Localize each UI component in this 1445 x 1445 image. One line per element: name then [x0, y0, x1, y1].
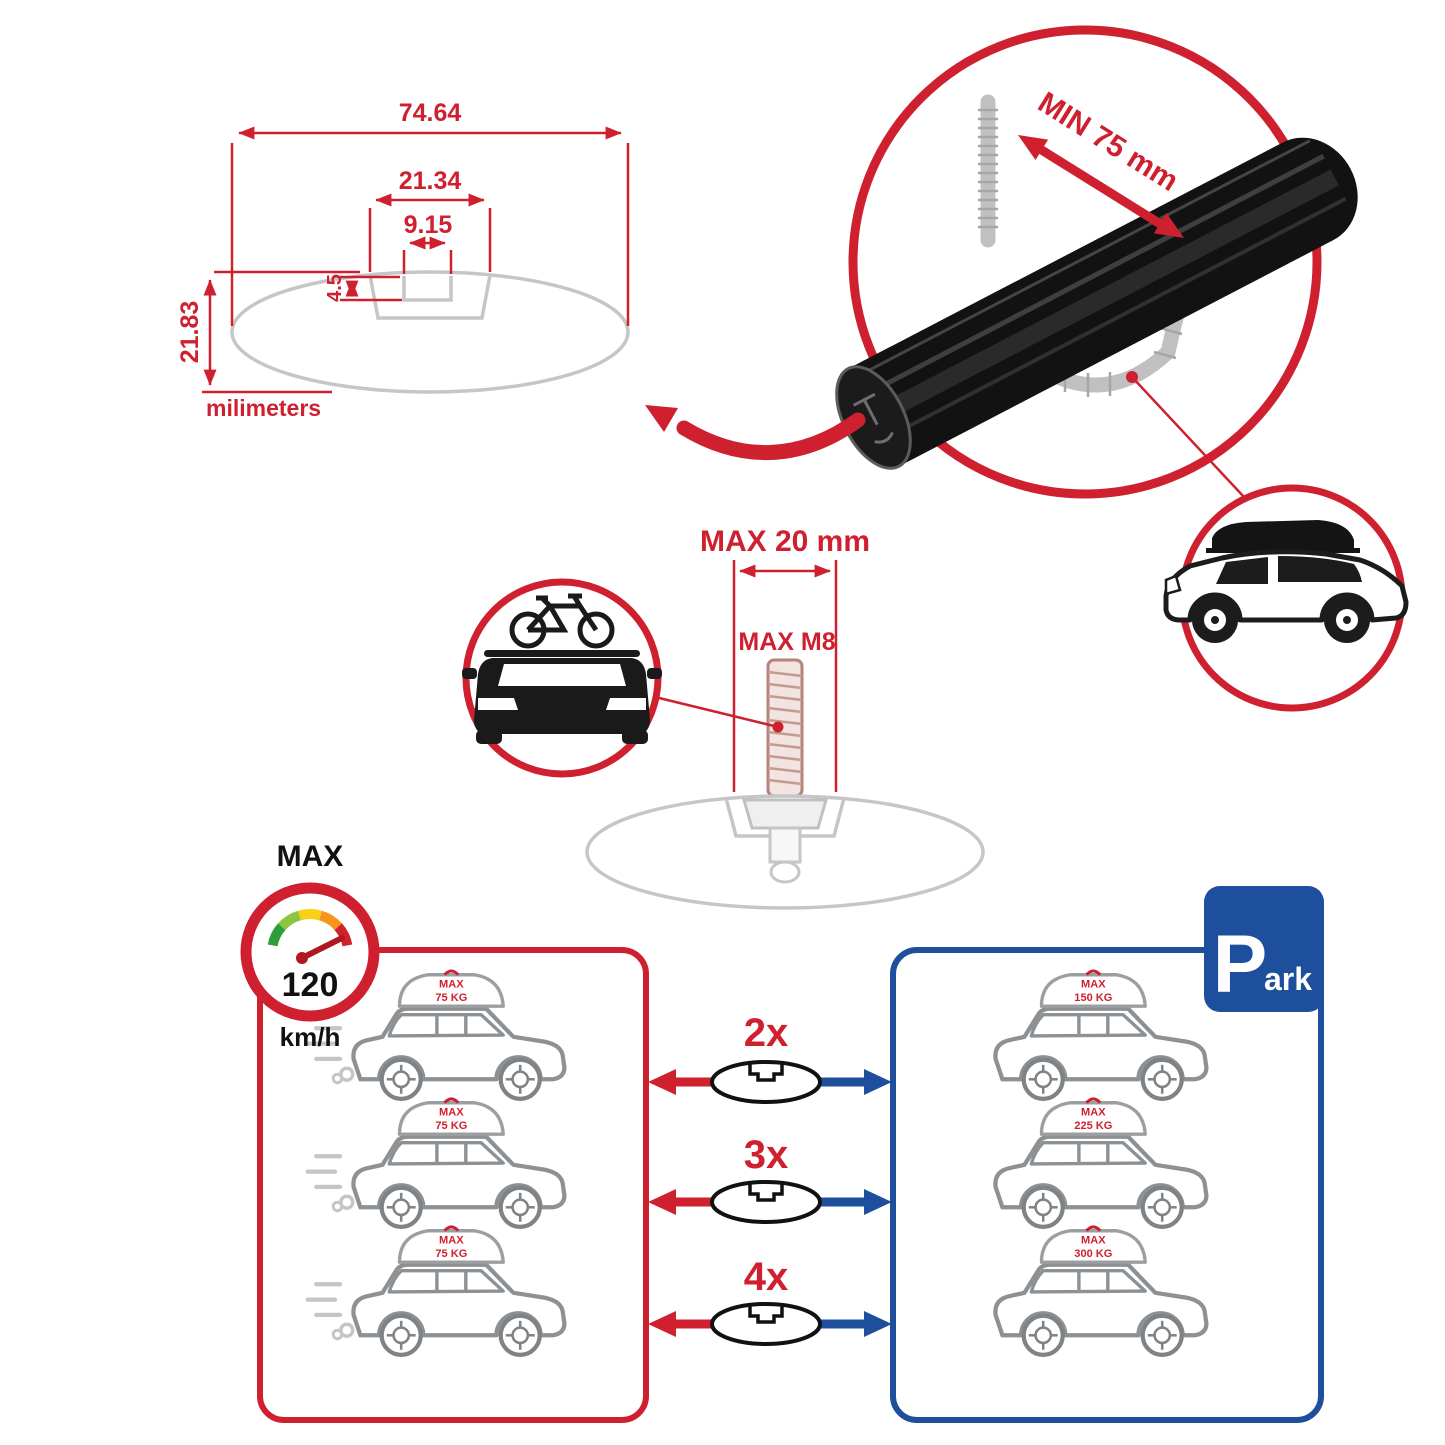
crossbar-detail-circle: MIN 75 mm: [835, 25, 1358, 513]
cargo-label-line2: 225 KG: [1074, 1120, 1112, 1132]
park-sign: P ark: [1204, 886, 1324, 1012]
t-nut-plate: [742, 798, 828, 830]
profile-channel-walls: [368, 274, 492, 320]
mirror-right: [647, 668, 662, 679]
bolt-max-length-label: MAX 20 mm: [700, 525, 870, 558]
cargo-label-line1: MAX: [1081, 1107, 1106, 1119]
car-parked-2: MAX 225 KG: [995, 1097, 1206, 1227]
stud-lower: [768, 826, 802, 864]
speed-value: 120: [282, 966, 339, 1004]
wheel: [1024, 1060, 1063, 1099]
wheel: [501, 1316, 540, 1355]
car-parked-3: MAX 300 KG: [995, 1225, 1206, 1355]
car-front-icon: [462, 650, 662, 744]
suv-window-rear: [1278, 556, 1362, 582]
cargo-label-line2: 75 KG: [435, 992, 467, 1004]
roofbox-suv-circle: [1163, 484, 1409, 712]
multiplier-label-3: 4x: [744, 1255, 789, 1299]
threaded-stud: [766, 658, 804, 798]
speed-limit-gauge: MAX 120 km/h: [240, 840, 380, 1052]
profile-pointer-arrow: [645, 405, 866, 461]
cargo-label-line1: MAX: [439, 1107, 464, 1119]
bike-car-circle: [462, 578, 662, 778]
dim-channel-width-label: 21.34: [399, 167, 462, 195]
speed-max-label: MAX: [277, 840, 344, 873]
wheel: [1024, 1316, 1063, 1355]
wheel: [501, 1188, 540, 1227]
leader-line: [654, 695, 779, 729]
thread-ticks-left: [978, 108, 998, 229]
wheel: [1143, 1060, 1182, 1099]
arrowhead: [864, 1069, 892, 1095]
bar-profile-icon-3: [710, 1302, 822, 1346]
cargo-label-line2: 75 KG: [435, 1120, 467, 1132]
cargo-label-line2: 150 KG: [1074, 992, 1112, 1004]
cargo-label-line1: MAX: [1081, 1235, 1106, 1247]
suv-with-roofbox: [1163, 520, 1409, 643]
wheel: [382, 1060, 421, 1099]
bike-icon: [509, 593, 615, 649]
parked-cars: MAX 150 KG MAX 225 KG MAX 300 KG: [995, 969, 1206, 1355]
park-sign-board: [1204, 886, 1324, 1012]
cargo-label-line2: 300 KG: [1074, 1248, 1112, 1260]
car-parked-1: MAX 150 KG: [995, 969, 1206, 1099]
profile-dimension-diagram: 74.64 21.34 9.15 4.5 21.83 milimeters: [176, 99, 630, 421]
suv-window-front: [1216, 557, 1268, 584]
bolt-max-thread-label: MAX M8: [738, 628, 835, 656]
wheel: [1143, 1316, 1182, 1355]
park-sign-suffix: ark: [1264, 961, 1312, 997]
wheel: [382, 1188, 421, 1227]
park-sign-letter: P: [1213, 919, 1268, 1010]
wheel: [501, 1060, 540, 1099]
wheel: [1143, 1188, 1182, 1227]
locator-dot: [772, 721, 784, 733]
speed-units: km/h: [280, 1022, 341, 1052]
driving-cars: MAX 75 KG MAX 75 KG MAX 75 KG: [308, 969, 565, 1355]
dim-slot-width-label: 9.15: [404, 211, 453, 239]
cargo-label-line1: MAX: [439, 1235, 464, 1247]
units-label: milimeters: [206, 395, 321, 421]
dim-total-height-label: 21.83: [176, 301, 204, 364]
suv-headlight: [1164, 574, 1182, 596]
arrowhead: [648, 1069, 676, 1095]
arrowhead: [1153, 213, 1184, 238]
ghost-profile: [585, 794, 985, 910]
crossbar-profile-outline: [230, 270, 630, 394]
bar-profile-icon-1: [710, 1060, 822, 1104]
arrowhead: [645, 405, 678, 432]
gauge-needle: [299, 935, 345, 961]
arrowhead: [648, 1189, 676, 1215]
dim-slot-depth-label: 4.5: [324, 274, 346, 302]
profile-slot: [402, 276, 453, 302]
car-driving-3: MAX 75 KG: [308, 1225, 565, 1355]
car-driving-1: MAX 75 KG: [308, 969, 565, 1099]
crossbar-3d: [835, 137, 1358, 470]
locator-dot: [1126, 371, 1138, 383]
leader-line: [1131, 376, 1259, 513]
car-driving-2: MAX 75 KG: [308, 1097, 565, 1227]
multiplier-label-1: 2x: [744, 1011, 789, 1055]
arrowhead: [864, 1189, 892, 1215]
bolt-dimension-diagram: MAX 20 mm MAX M8: [585, 525, 985, 910]
gauge-arcs: [267, 909, 353, 947]
cargo-label-line1: MAX: [439, 979, 464, 991]
arrowhead: [1018, 135, 1049, 160]
roof-box: [1212, 520, 1354, 548]
cargo-label-line2: 75 KG: [435, 1248, 467, 1260]
mirror-left: [462, 668, 477, 679]
stud-tip: [769, 860, 801, 884]
roof-bar: [484, 650, 640, 657]
cargo-label-line1: MAX: [1081, 979, 1106, 991]
dim-total-width-label: 74.64: [399, 99, 462, 127]
bar-profile-icon-2: [710, 1180, 822, 1224]
wheel: [382, 1316, 421, 1355]
multiplier-column: 2x 3x 4x: [648, 1011, 892, 1346]
multiplier-label-2: 3x: [744, 1133, 789, 1177]
arrowhead: [864, 1311, 892, 1337]
gauge-needle-pivot: [296, 952, 308, 964]
arrowhead: [648, 1311, 676, 1337]
wheel: [1024, 1188, 1063, 1227]
